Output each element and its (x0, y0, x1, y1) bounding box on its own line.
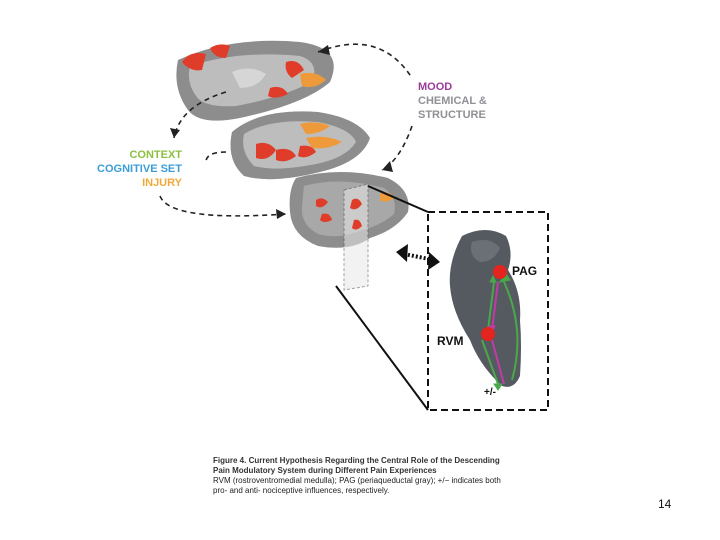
mood-label: MOOD (418, 81, 453, 93)
brain-slice-coronal (176, 40, 334, 121)
mood-label-group: MOOD CHEMICAL & STRUCTURE (418, 80, 487, 122)
pathway-arrows (481, 273, 519, 391)
context-label: CONTEXT (129, 149, 182, 161)
cognitive-set-label: COGNITIVE SET (97, 163, 182, 175)
rvm-node (481, 327, 495, 341)
rvm-label: RVM (437, 334, 464, 348)
brainstem-inset-box (427, 211, 549, 411)
chemical-label: CHEMICAL & (418, 95, 487, 107)
double-arrow-icon (396, 244, 440, 270)
plus-minus-label: +/- (484, 387, 496, 398)
pag-label: PAG (512, 264, 538, 278)
injury-label: INJURY (142, 177, 182, 189)
brain-slice-axial (230, 111, 370, 180)
zoom-connector-top (367, 185, 429, 213)
brainstem (449, 230, 521, 387)
pag-node (493, 265, 507, 279)
caption-title: Figure 4. Current Hypothesis Regarding t… (213, 456, 500, 475)
zoom-connector-bottom (335, 285, 429, 411)
structure-label: STRUCTURE (418, 109, 486, 121)
arrow-heads (170, 45, 393, 219)
figure-caption: Figure 4. Current Hypothesis Regarding t… (213, 456, 513, 496)
context-label-group: CONTEXT COGNITIVE SET INJURY (80, 148, 182, 190)
caption-body: RVM (rostroventromedial medulla); PAG (p… (213, 476, 501, 495)
page-number: 14 (658, 497, 672, 511)
brain-slice-sagittal (289, 172, 409, 291)
